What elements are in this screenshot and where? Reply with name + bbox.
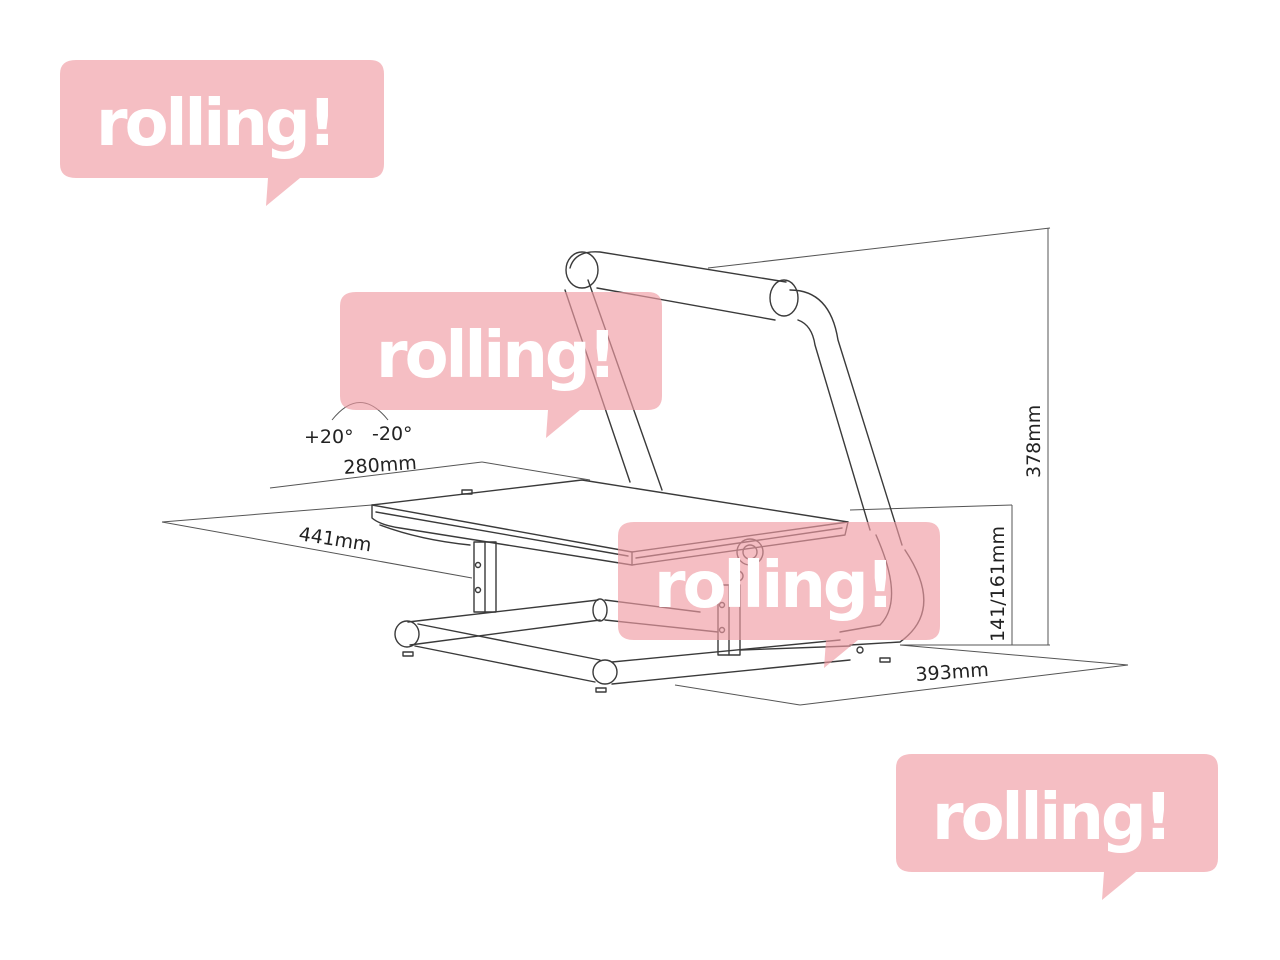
angle-minus-label: -20° (372, 423, 413, 445)
angle-plus-label: +20° (304, 426, 354, 448)
watermark-logo-text: rolling! (96, 87, 334, 161)
platform-height-label: 141/161mm (987, 526, 1009, 642)
watermark-logo-text: rolling! (376, 319, 614, 393)
platform-depth-label: 280mm (343, 452, 418, 479)
watermark-center: rolling! (340, 292, 662, 438)
watermark-logo-text: rolling! (654, 549, 892, 623)
watermark-lower-center: rolling! (618, 522, 940, 668)
base-depth-label: 393mm (915, 659, 990, 686)
total-height-label: 378mm (1023, 405, 1045, 478)
dimension-labels: +20° -20° 280mm 441mm 378mm 141/161mm 39… (297, 405, 1045, 686)
watermark-top-left: rolling! (60, 60, 384, 206)
watermark-logo-text: rolling! (932, 781, 1170, 855)
watermark-bottom-right: rolling! (896, 754, 1218, 900)
platform-width-label: 441mm (297, 523, 373, 556)
